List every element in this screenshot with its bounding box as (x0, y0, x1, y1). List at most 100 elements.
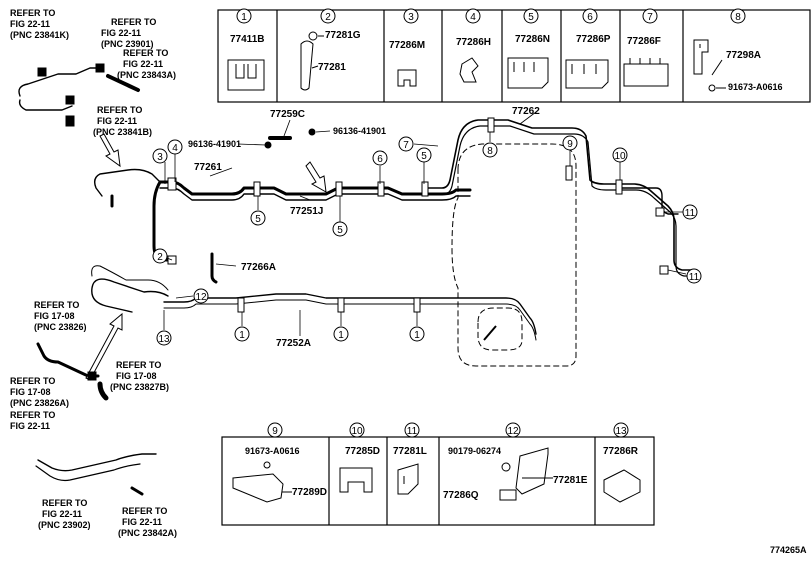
part-77411B: 77411B (230, 34, 264, 45)
legend-callout-7: 7 (647, 12, 653, 23)
callout-12: 12 (195, 292, 207, 303)
part-77285D: 77285D (345, 446, 380, 457)
svg-text:FIG 22-11: FIG 22-11 (122, 517, 162, 527)
legend-callout-13: 13 (615, 426, 627, 437)
part-77286M: 77286M (389, 40, 425, 51)
part-77286R: 77286R (603, 446, 639, 457)
svg-text:REFER TO: REFER TO (122, 506, 167, 516)
callout-6: 6 (377, 154, 383, 165)
part-77286N: 77286N (515, 34, 550, 45)
part-77281L: 77281L (393, 446, 427, 457)
svg-text:REFER TO: REFER TO (10, 410, 55, 420)
callout-5-b: 5 (337, 225, 343, 236)
legend-callout-5: 5 (528, 12, 534, 23)
svg-text:(PNC 23842A): (PNC 23842A) (118, 528, 177, 538)
part-96136-41901-left: 96136-41901 (188, 139, 241, 149)
part-77286Q: 77286Q (443, 490, 479, 501)
legend-callout-9: 9 (272, 426, 278, 437)
svg-text:FIG 17-08: FIG 17-08 (10, 387, 51, 397)
legend-callout-6: 6 (587, 12, 593, 23)
part-77286P: 77286P (576, 34, 611, 45)
diagram-code: 774265A (770, 545, 807, 555)
svg-text:REFER TO: REFER TO (116, 360, 161, 370)
svg-text:REFER TO: REFER TO (10, 376, 55, 386)
part-77286F: 77286F (627, 36, 661, 47)
svg-text:FIG 22-11: FIG 22-11 (101, 28, 141, 38)
svg-text:(PNC 23827B): (PNC 23827B) (110, 382, 169, 392)
part-77259C: 77259C (270, 109, 305, 120)
legend-top-sketches (227, 31, 726, 92)
svg-text:FIG 22-11: FIG 22-11 (97, 116, 137, 126)
svg-text:FIG 22-11: FIG 22-11 (123, 59, 163, 69)
legend-callout-8: 8 (735, 12, 741, 23)
svg-text:REFER TO: REFER TO (111, 17, 156, 27)
svg-text:REFER TO: REFER TO (97, 105, 142, 115)
legend-bottom (221, 436, 655, 526)
svg-text:REFER TO: REFER TO (42, 498, 87, 508)
part-77261: 77261 (194, 162, 222, 173)
part-77281: 77281 (318, 62, 346, 73)
legend-callout-10: 10 (351, 426, 363, 437)
svg-text:FIG 17-08: FIG 17-08 (116, 371, 157, 381)
legend-callout-11: 11 (407, 426, 418, 437)
legend-top (217, 9, 811, 103)
svg-text:(PNC 23826A): (PNC 23826A) (10, 398, 69, 408)
part-91673-A0616-bottom: 91673-A0616 (245, 446, 300, 456)
callout-7: 7 (403, 140, 409, 151)
callout-5-a: 5 (255, 214, 261, 225)
callout-5-c: 5 (421, 151, 427, 162)
part-77262: 77262 (512, 106, 540, 117)
svg-text:(PNC 23841B): (PNC 23841B) (93, 127, 152, 137)
part-77281G: 77281G (325, 30, 361, 41)
part-77289D: 77289D (292, 487, 327, 498)
callout-11-a: 11 (685, 208, 696, 219)
callout-1-b: 1 (338, 330, 344, 341)
legend-callout-4: 4 (470, 12, 476, 23)
callout-11-b: 11 (689, 272, 700, 283)
svg-text:FIG 22-11: FIG 22-11 (10, 421, 50, 431)
part-77252A: 77252A (276, 338, 311, 349)
svg-text:(PNC 23901): (PNC 23901) (101, 39, 154, 49)
svg-text:FIG 17-08: FIG 17-08 (34, 311, 75, 321)
callout-1-c: 1 (414, 330, 420, 341)
svg-text:(PNC 23843A): (PNC 23843A) (117, 70, 176, 80)
legend-callout-3: 3 (408, 12, 414, 23)
svg-text:REFER TO: REFER TO (10, 8, 55, 18)
legend-callout-1: 1 (241, 12, 247, 23)
svg-text:FIG 22-11: FIG 22-11 (10, 19, 50, 29)
part-96136-41901-right: 96136-41901 (333, 126, 386, 136)
callout-4: 4 (172, 143, 178, 154)
callout-10: 10 (614, 151, 626, 162)
direction-arrows (85, 133, 327, 381)
callout-1-a: 1 (239, 330, 245, 341)
callout-2: 2 (157, 252, 163, 263)
svg-text:(PNC 23826): (PNC 23826) (34, 322, 87, 332)
callout-13: 13 (158, 334, 170, 345)
part-91673-A0616-top: 91673-A0616 (728, 82, 783, 92)
legend-callout-2: 2 (325, 12, 331, 23)
fuel-tank-outline (451, 143, 577, 367)
line-clamps (167, 117, 669, 313)
callout-9: 9 (567, 139, 573, 150)
legend-bottom-sketches (232, 447, 641, 503)
svg-text:REFER TO: REFER TO (123, 48, 168, 58)
part-77266A: 77266A (241, 262, 276, 273)
svg-text:(PNC 23841K): (PNC 23841K) (10, 30, 69, 40)
svg-text:REFER TO: REFER TO (34, 300, 79, 310)
fittings (37, 63, 316, 381)
legend-callout-12: 12 (507, 426, 519, 437)
callout-8: 8 (487, 146, 493, 157)
part-77251J: 77251J (290, 206, 323, 217)
